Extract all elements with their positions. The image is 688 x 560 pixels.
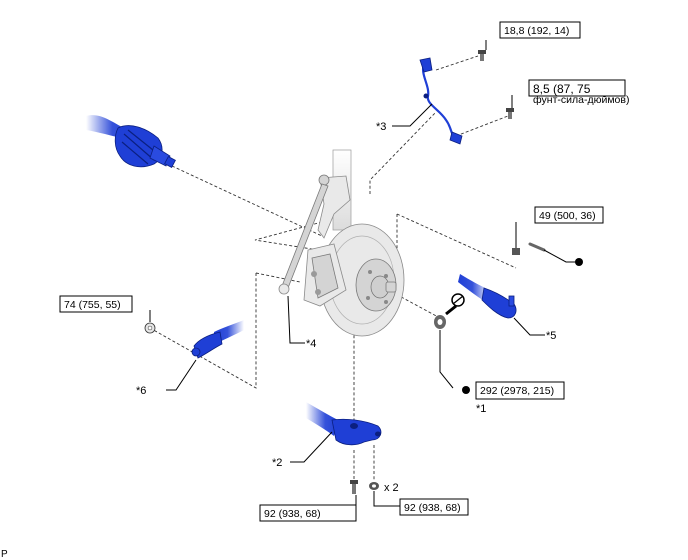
- torque-value: 18,8 (192, 14): [504, 25, 569, 37]
- drive-shaft: [86, 115, 176, 168]
- torque-box-axle-nut: 292 (2978, 215): [475, 381, 565, 400]
- torque-value: 92 (938, 68): [264, 508, 321, 520]
- arm-nut: [369, 482, 379, 490]
- tie-rod-nut: [512, 248, 520, 255]
- callout-5: *5: [546, 330, 556, 342]
- tie-rod-end: [458, 274, 517, 319]
- sensor-bolt-top: [478, 50, 486, 61]
- torque-unit-note: фунт-сила-дюймов): [533, 94, 629, 106]
- torque-value: 74 (755, 55): [64, 299, 121, 311]
- speed-sensor-harness: [419, 57, 463, 145]
- arm-bolt: [350, 480, 358, 494]
- sensor-bolt-mid: [506, 108, 514, 119]
- torque-box-sensor-top: 18,8 (192, 14): [499, 21, 581, 39]
- torque-box-tie-rod-nut: 49 (500, 36): [534, 206, 604, 224]
- torque-box-arm-bolt-left: 92 (938, 68): [259, 504, 357, 522]
- torque-value: 292 (2978, 215): [480, 385, 554, 397]
- steering-knuckle-assembly: [278, 149, 405, 337]
- torque-box-arm-bolt-right: 92 (938, 68): [399, 498, 469, 516]
- callout-3: *3: [376, 121, 386, 133]
- replace-arrow-icon: [445, 293, 465, 316]
- callout-6: *6: [136, 385, 146, 397]
- callout-4: *4: [306, 338, 316, 350]
- torque-value: 8,5 (87, 75: [533, 82, 591, 96]
- callout-1: *1: [476, 403, 486, 415]
- callout-2: *2: [272, 457, 282, 469]
- cotter-pin: [528, 242, 546, 252]
- torque-value: 49 (500, 36): [539, 210, 596, 222]
- corner-mark: P: [1, 549, 8, 560]
- torque-box-sensor-mid: 8,5 (87, 75 фунт-сила-дюймов): [528, 79, 629, 106]
- lower-suspension-arm: [306, 402, 382, 446]
- ball-joint-nut: [144, 322, 156, 334]
- axle-hub-nut: [434, 315, 446, 329]
- lower-ball-joint: [191, 320, 244, 359]
- replace-part-marker: [575, 258, 583, 266]
- replace-part-marker: [462, 386, 470, 394]
- torque-value: 92 (938, 68): [404, 502, 461, 514]
- quantity-label: x 2: [384, 482, 399, 494]
- torque-box-ball-joint-nut: 74 (755, 55): [59, 295, 133, 313]
